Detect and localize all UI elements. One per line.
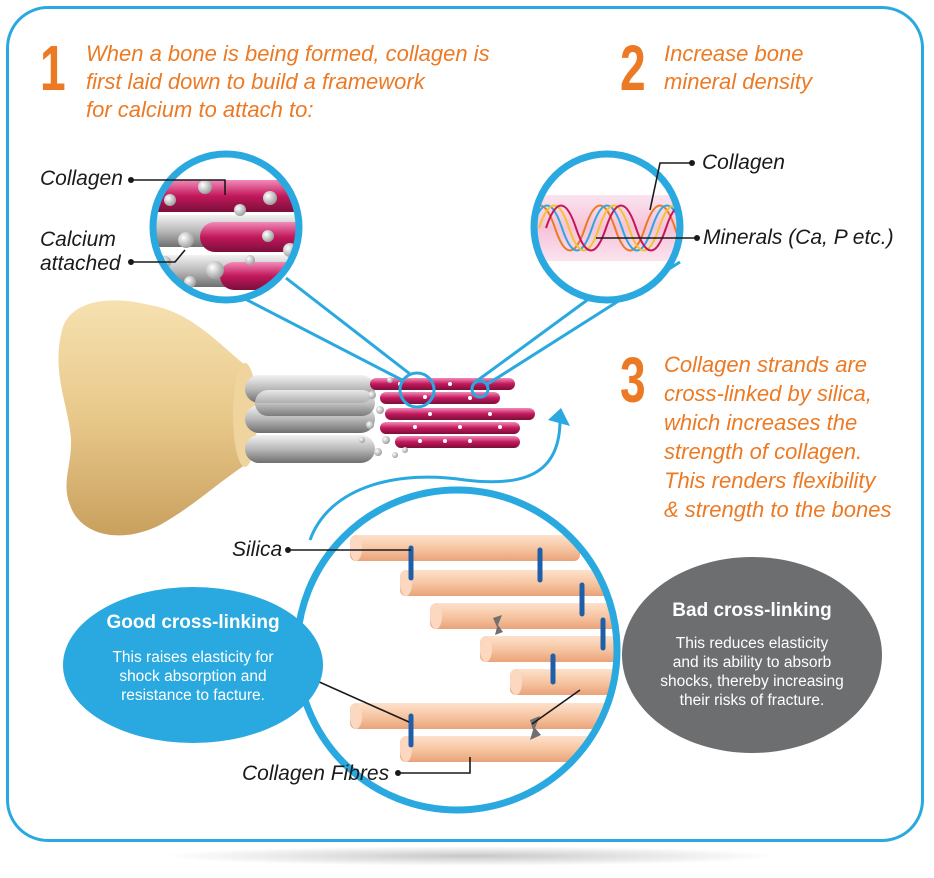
- label-collagen-right: Collagen: [702, 151, 785, 174]
- bad-crosslinking-bubble: [622, 557, 882, 753]
- label-minerals: Minerals (Ca, P etc.): [703, 226, 894, 249]
- label-collagen-fibres: Collagen Fibres: [242, 762, 390, 785]
- label-leader-lines: [131, 162, 697, 774]
- zoom-ring-left: [398, 371, 436, 409]
- label-leader-dots: [128, 160, 700, 776]
- good-crosslinking-title: Good cross-linking: [106, 612, 280, 633]
- zoom-circle-collagen-calcium: [149, 150, 303, 304]
- collagen-bundle-grey: [245, 375, 375, 463]
- silica-crosslinks: [408, 545, 606, 748]
- arrow-head: [548, 408, 570, 426]
- label-collagen-left: Collagen: [40, 167, 123, 190]
- bad-crosslinking-body: This reduces elasticity and its ability …: [660, 635, 844, 709]
- good-crosslinking-body: This raises elasticity for shock absorpt…: [112, 649, 274, 704]
- good-crosslinking-bubble: [63, 587, 323, 743]
- step-1-number: 1: [40, 32, 66, 104]
- zoom-ring-right: [470, 379, 490, 399]
- bad-crosslink-marks: [493, 615, 541, 740]
- zoom-circle-collagen-minerals: [530, 150, 684, 304]
- collagen-fibres: [350, 535, 617, 762]
- step-2-number: 2: [620, 32, 646, 104]
- bad-crosslinking-title: Bad cross-linking: [672, 600, 832, 621]
- step-2-text: Increase bone mineral density: [664, 41, 812, 94]
- label-calcium-attached: Calcium attached: [40, 228, 121, 275]
- zoom-circle-crosslinking: [293, 486, 621, 814]
- step-3-number: 3: [620, 344, 646, 416]
- collagen-strands-pink: [359, 377, 535, 458]
- step-1-text: When a bone is being formed, collagen is…: [86, 41, 490, 122]
- step-3-text: Collagen strands are cross-linked by sil…: [664, 352, 892, 522]
- bone-illustration: [58, 300, 257, 536]
- frame-shadow: [160, 846, 780, 866]
- label-silica: Silica: [232, 538, 283, 561]
